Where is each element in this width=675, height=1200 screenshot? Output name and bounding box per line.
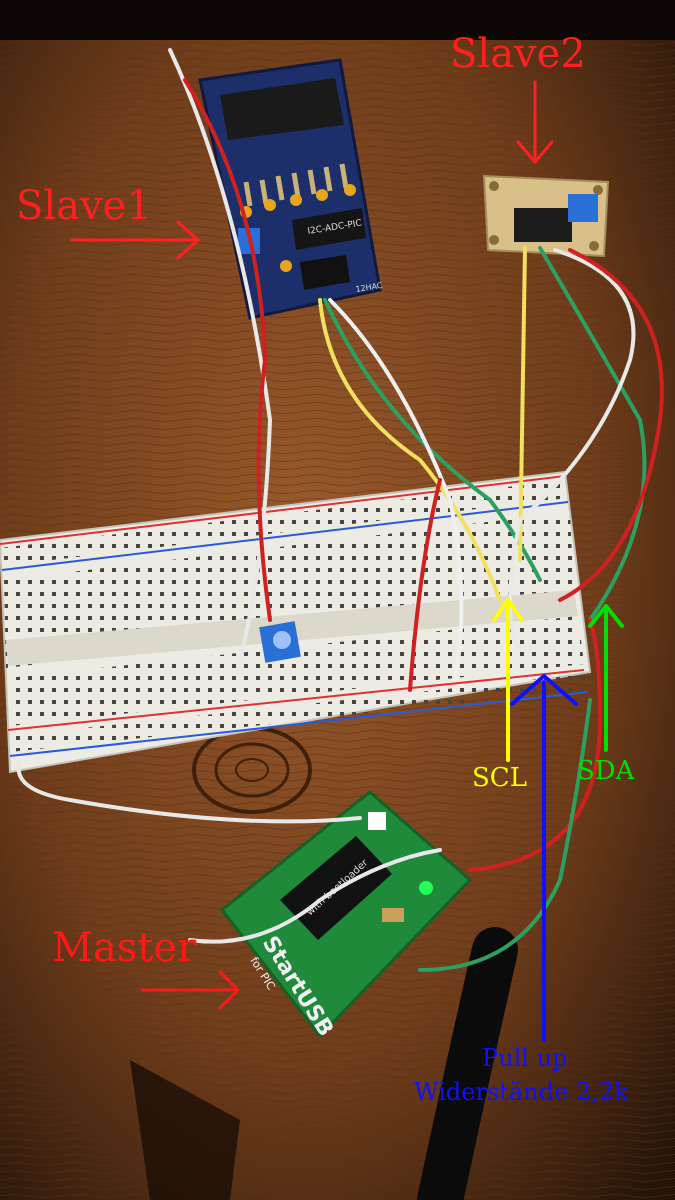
slave1-code-label: 12HAC	[355, 281, 384, 294]
arrow-scl	[492, 598, 524, 762]
slave1-board: I2C-ADC-PIC 12HAC	[198, 58, 384, 320]
pullup-label-line1: Pull up	[482, 1044, 568, 1072]
arrow-master	[140, 970, 240, 1010]
master-label: Master	[52, 925, 197, 971]
sda-label: SDA	[577, 756, 635, 786]
arrow-slave2	[516, 80, 554, 164]
arrow-pullup	[510, 674, 578, 1042]
annotation-arrows	[70, 80, 624, 1042]
cable-black	[417, 927, 518, 1200]
slave1-label: Slave1	[16, 183, 152, 229]
arrow-slave1	[70, 220, 200, 260]
wires	[16, 48, 664, 972]
slave2-label: Slave2	[450, 31, 586, 77]
pullup-label-line2: Widerstände 2,2k	[414, 1078, 629, 1106]
shadow	[130, 1060, 240, 1200]
breadboard	[0, 470, 592, 774]
slave2-board	[482, 174, 610, 258]
scl-label: SCL	[472, 763, 527, 793]
arrow-sda	[588, 604, 624, 752]
